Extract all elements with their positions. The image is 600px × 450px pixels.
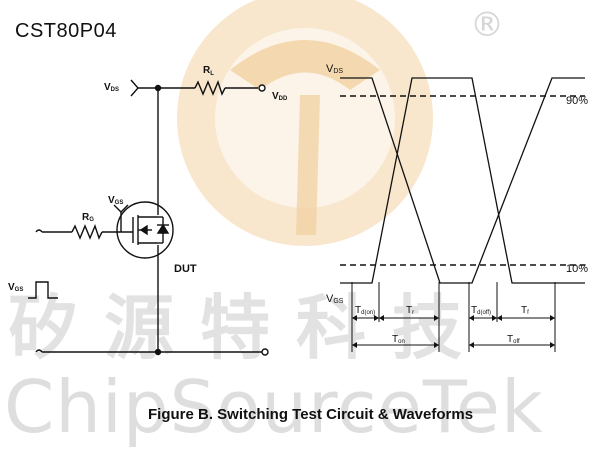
watermark-logo [177,0,433,246]
ground-right-terminal [261,348,269,356]
circuit-vds-label: VDS [104,82,119,93]
gate-source-terminal [35,229,43,233]
arrow-tf-right [550,315,555,321]
watermark-registered-mark: ® [470,5,504,45]
arrow-tdon-right [374,315,379,321]
watermark-brand-en: ChipSourceTek [4,365,544,449]
vds-node-arrow [130,79,139,97]
drain-junction [154,84,162,92]
circuit-vdd-label: VDD [272,91,288,102]
arrow-tdoff-left [469,315,474,321]
watermark-brand-cn: 矽源特科技 [8,287,488,369]
label-tf: Tf [521,305,529,316]
mosfet-arrow [139,224,148,236]
timing-arrowheads [352,315,555,348]
ground-left-terminal [35,349,43,353]
arrow-toff-right [550,342,555,348]
circuit-labels: VDS RL VDD VGS RG DUT VGS [8,65,288,293]
arrow-tf-left [497,315,502,321]
waveform-vgs-label: VGS [326,293,344,305]
label-toff: Toff [507,334,520,345]
mosfet-body [116,201,174,259]
rl-resistor [194,80,226,96]
arrow-toff-left [469,342,474,348]
vdd-terminal [258,84,266,92]
label-tdon: Td(on) [355,305,375,316]
waveforms [340,77,585,352]
arrow-tr-left [379,315,384,321]
circuit-rl-label: RL [203,65,214,77]
arrow-ton-left [352,342,357,348]
rg-resistor [71,224,103,240]
label-tr: Tr [406,305,414,316]
label-tdoff: Td(off) [471,305,491,316]
body-diode [156,223,170,234]
pulse-icon [28,281,58,299]
circuit-vgs-probe-label: VGS [108,195,123,206]
watermark: ® 矽源特科技 ChipSourceTek [4,0,544,449]
arrow-tdoff-right [492,315,497,321]
label-ton: Ton [392,334,405,345]
test-circuit [28,79,269,356]
level-90-label: 90% [566,95,588,107]
vgs-trace [340,77,585,284]
arrow-tr-right [434,315,439,321]
circuit-dut-label: DUT [174,263,197,275]
waveform-labels: VDS VGS 90% 10% Td(on) Tr Ton Td(off) Tf… [326,63,588,345]
arrow-tdon-left [352,315,357,321]
figure-caption: Figure B. Switching Test Circuit & Wavef… [148,406,473,423]
level-10-label: 10% [566,263,588,275]
part-number: CST80P04 [15,20,117,42]
vds-trace [340,77,585,284]
watermark-logo-stem [296,95,320,235]
waveform-vds-label: VDS [326,63,343,75]
ground-junction [154,348,162,356]
arrow-ton-right [434,342,439,348]
circuit-rg-label: RG [82,212,94,223]
vgs-probe-arrow [113,204,129,213]
circuit-vgs-source-label: VGS [8,282,23,293]
